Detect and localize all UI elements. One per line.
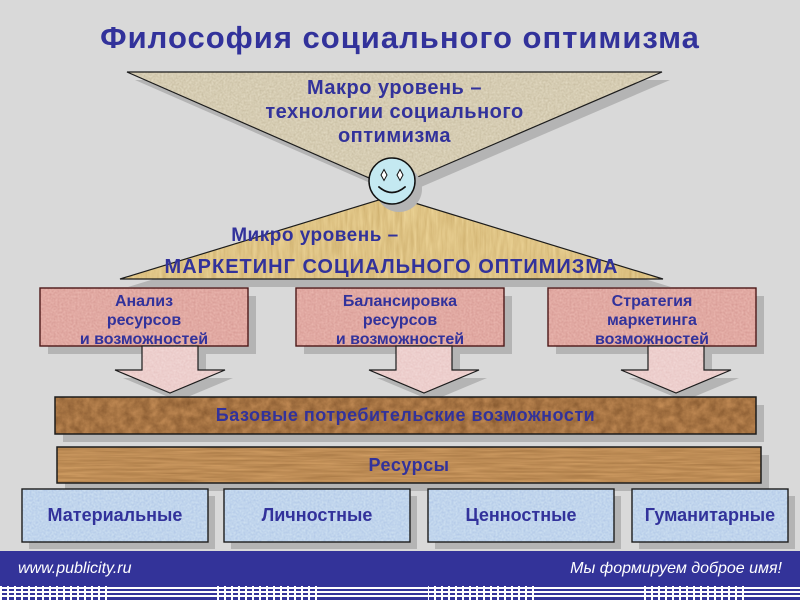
process-box-balancing xyxy=(295,287,512,354)
resource-type-label-personal: Личностные xyxy=(261,505,373,525)
slide-title: Философия социального оптимизма xyxy=(100,20,700,55)
resource-type-box xyxy=(631,488,795,549)
process-box-label-strategy: Стратегия маркетинга возможностей xyxy=(595,293,709,348)
down-arrow-icon xyxy=(114,345,233,401)
process-box-analysis xyxy=(39,287,256,354)
base-capabilities-bar xyxy=(54,396,764,442)
macro-level-label: Макро уровень – технологии социального о… xyxy=(265,77,524,147)
footer-site-url: www.publicity.ru xyxy=(18,559,132,577)
resource-type-box xyxy=(223,488,417,549)
resource-type-box xyxy=(21,488,215,549)
process-box-label-balancing: Балансировка ресурсов и возможностей xyxy=(335,293,465,348)
footer-ribbon-strip xyxy=(0,586,800,600)
down-arrow-icon xyxy=(620,345,739,401)
micro-level-triangle xyxy=(119,195,671,287)
resource-type-box xyxy=(427,488,621,549)
resource-type-label-humanitarian: Гуманитарные xyxy=(644,505,776,525)
micro-level-label: Микро уровень – xyxy=(231,225,399,246)
process-box-label-analysis: Анализ ресурсов и возможностей xyxy=(79,293,209,348)
footer-slogan: Мы формируем доброе имя! xyxy=(570,559,782,577)
resource-type-label-value: Ценностные xyxy=(465,505,577,525)
base-capabilities-bar-label: Базовые потребительские возможности xyxy=(215,405,596,425)
smiley-face-icon xyxy=(368,157,422,212)
resource-type-label-material: Материальные xyxy=(47,505,183,525)
process-box-strategy xyxy=(547,287,764,354)
down-arrow-icon xyxy=(368,345,487,401)
footer-bar: www.publicity.ru Мы формируем доброе имя… xyxy=(0,551,800,586)
resources-bar-label: Ресурсы xyxy=(368,455,450,475)
macro-level-triangle xyxy=(126,71,670,196)
resources-bar xyxy=(56,446,769,491)
marketing-subtitle: МАРКЕТИНГ СОЦИАЛЬНОГО ОПТИМИЗМА xyxy=(164,256,619,278)
